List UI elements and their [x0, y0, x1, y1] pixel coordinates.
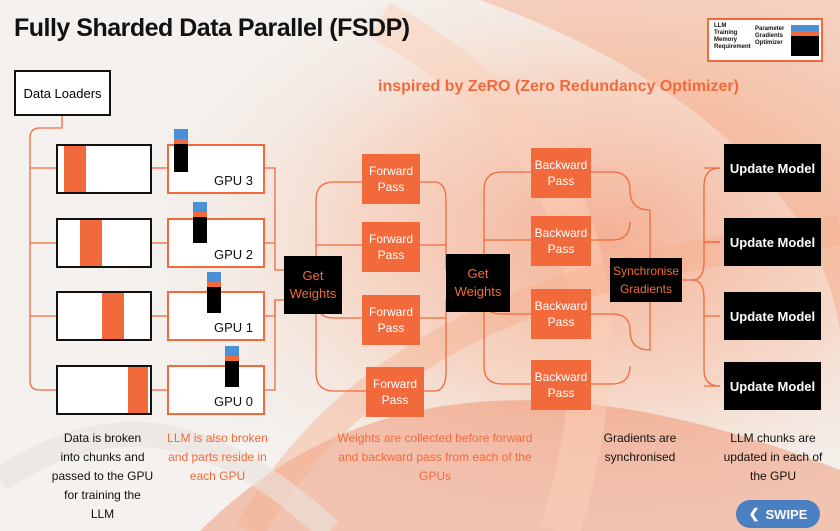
forward-pass-box: Forward Pass: [362, 295, 420, 345]
update-model-box: Update Model: [724, 218, 821, 266]
forward-pass-box: Forward Pass: [362, 154, 420, 204]
backward-pass-box: Backward Pass: [531, 216, 591, 266]
swipe-button[interactable]: ❮ SWIPE: [736, 500, 820, 528]
update-model-box: Update Model: [724, 144, 821, 192]
memory-stack: [225, 346, 239, 387]
memory-stack: [207, 272, 221, 313]
backward-pass-box: Backward Pass: [531, 360, 591, 410]
caption-data: Data is broken into chunks and passed to…: [51, 431, 154, 521]
gpu-box: GPU 2: [167, 218, 265, 268]
caption-gradients: Gradients are synchronised: [603, 431, 677, 464]
data-chunk-fill: [102, 293, 124, 339]
data-chunk-fill: [128, 367, 148, 413]
gpu-label: GPU 1: [213, 320, 253, 335]
data-chunk: [56, 365, 152, 415]
memory-stack: [174, 129, 188, 172]
update-model-box: Update Model: [724, 292, 821, 340]
legend-right-label: Parameter Gradients Optimizer: [755, 26, 785, 46]
data-chunk-fill: [64, 146, 86, 192]
gpu-label: GPU 2: [213, 247, 253, 262]
page-title: Fully Sharded Data Parallel (FSDP): [14, 14, 410, 42]
swipe-label: SWIPE: [765, 506, 808, 522]
backward-pass-box: Backward Pass: [531, 289, 591, 339]
data-loaders-box: Data Loaders: [14, 70, 111, 116]
caption-chunks: LLM chunks are updated in each of the GP…: [723, 431, 823, 483]
forward-pass-box: Forward Pass: [362, 222, 420, 272]
synchronise-gradients-box: Synchronise Gradients: [610, 258, 682, 302]
legend-parameter-swatch: [791, 25, 819, 31]
backward-pass-box: Backward Pass: [531, 148, 591, 198]
gpu-box: GPU 0: [167, 365, 265, 415]
gpu-label: GPU 3: [213, 173, 253, 188]
gpu-label: GPU 0: [213, 394, 253, 409]
subtitle: inspired by ZeRO (Zero Redundancy Optimi…: [378, 78, 739, 95]
legend-optimizer-swatch: [791, 36, 819, 56]
get-weights-box: Get Weights: [446, 254, 510, 312]
caption-llm: LLM is also broken and parts reside in e…: [167, 431, 268, 483]
chevron-left-icon: ❮: [748, 506, 760, 521]
update-model-box: Update Model: [724, 362, 821, 410]
legend-gradients-swatch: [791, 31, 819, 36]
get-weights-box: Get Weights: [284, 256, 342, 314]
data-chunk: [56, 291, 152, 341]
legend: LLM Training Memory Requirement Paramete…: [707, 18, 823, 62]
caption-weights: Weights are collected before forward and…: [337, 431, 533, 483]
legend-left-label: LLM Training Memory Requirement: [714, 23, 751, 50]
data-chunk: [56, 218, 152, 268]
forward-pass-box: Forward Pass: [366, 367, 424, 417]
data-chunk: [56, 144, 152, 194]
memory-stack: [193, 202, 207, 243]
data-chunk-fill: [80, 220, 102, 266]
